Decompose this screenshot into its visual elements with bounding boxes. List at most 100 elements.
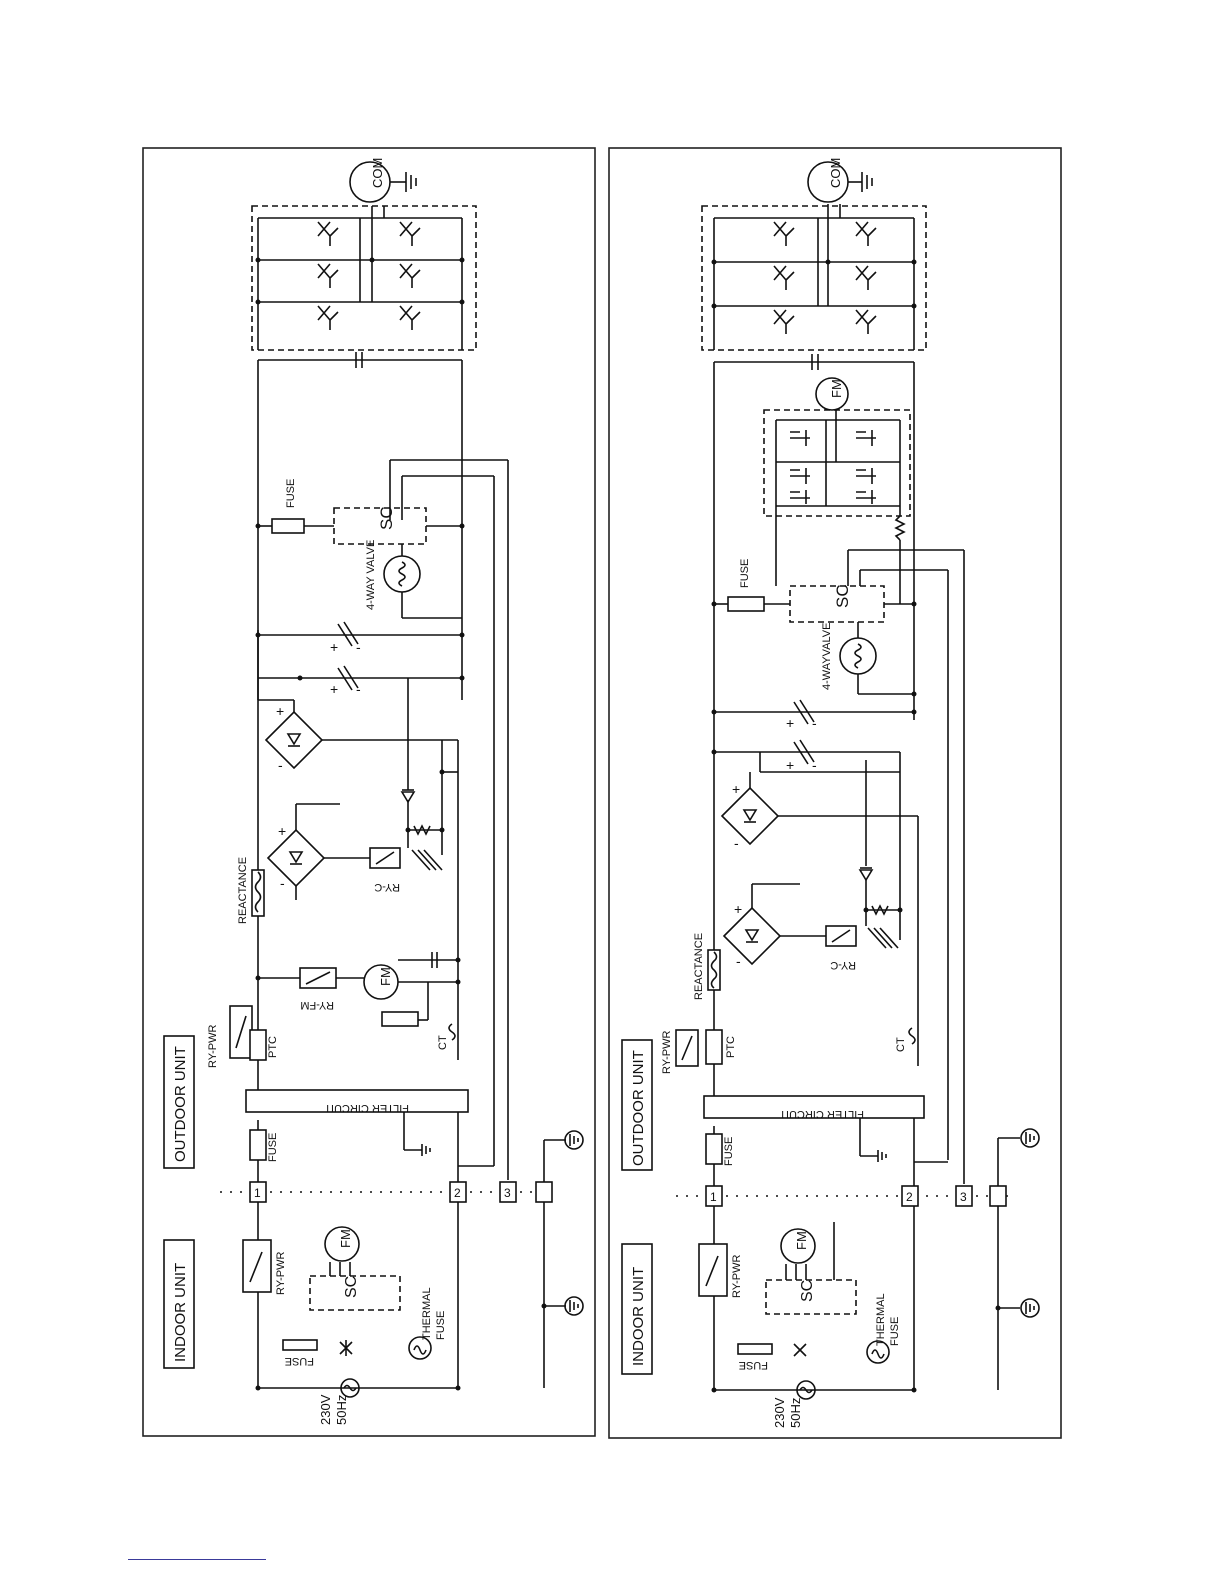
right-earth-icon-1 bbox=[1020, 1298, 1040, 1318]
right-bridge-1-minus: - bbox=[736, 953, 741, 969]
right-ct bbox=[908, 1027, 916, 1045]
right-dc-capacitor-2: + - bbox=[786, 699, 817, 731]
left-outdoor-unit-box bbox=[163, 1035, 195, 1169]
left-indoor-fan-motor bbox=[324, 1226, 360, 1262]
left-bridge-1-plus: + bbox=[278, 823, 286, 839]
right-outdoor-unit-box bbox=[621, 1039, 653, 1171]
right-filter-earth-icon bbox=[877, 1150, 887, 1162]
right-terminal-3 bbox=[955, 1185, 973, 1207]
left-bridge-2-plus: + bbox=[276, 703, 284, 719]
right-supply-frequency-label: 50Hz bbox=[788, 1398, 803, 1428]
left-compressor-label: COM bbox=[370, 158, 385, 188]
left-outdoor-ry-pwr-label: RY-PWR bbox=[207, 1025, 219, 1068]
left-fuse-indoor-label: FUSE bbox=[285, 1355, 314, 1367]
left-thermal-fuse-label-1: THERMAL bbox=[421, 1287, 433, 1340]
right-four-way-valve-label: 4-WAYVALVE bbox=[821, 623, 833, 690]
left-indoor-ry-pwr-label: RY-PWR bbox=[275, 1252, 287, 1295]
footer-rule bbox=[128, 1559, 266, 1560]
right-thermal-fuse-label-1: THERMAL bbox=[875, 1293, 887, 1346]
right-inverter-module bbox=[701, 205, 927, 351]
left-outdoor-sc-label: SC bbox=[377, 506, 396, 530]
left-outdoor-fuse-label: FUSE bbox=[267, 1133, 279, 1162]
left-ac-source: 230V 50Hz bbox=[318, 1378, 360, 1425]
right-outdoor-sc-label: SC bbox=[833, 584, 852, 608]
left-terminal-3-label: 3 bbox=[504, 1186, 511, 1200]
right-bridge-2-plus: + bbox=[732, 781, 740, 797]
right-terminal-2 bbox=[901, 1185, 919, 1207]
left-four-way-valve-label: 4-WAY VALVE bbox=[365, 540, 377, 610]
right-main-wiring bbox=[711, 361, 1020, 1393]
right-ct-label: CT bbox=[895, 1037, 907, 1052]
right-outdoor-fm-label: FM bbox=[829, 379, 844, 398]
left-indoor-unit-label: INDOOR UNIT bbox=[172, 1263, 189, 1362]
right-compressor-label: COM bbox=[828, 158, 843, 188]
left-outdoor-fuse bbox=[249, 1129, 267, 1161]
right-bridge-rectifier-1: + - bbox=[722, 883, 826, 969]
left-main-wiring bbox=[255, 359, 566, 1391]
right-indoor-sc-label: SC bbox=[799, 1280, 816, 1302]
right-terminal-earth bbox=[989, 1185, 1007, 1207]
left-terminal-3 bbox=[499, 1181, 517, 1203]
right-varistor bbox=[793, 1343, 807, 1357]
left-ptc bbox=[249, 1029, 267, 1061]
left-bridge-rectifier-2: + - bbox=[258, 699, 458, 773]
right-diode bbox=[858, 869, 874, 882]
left-terminal-2 bbox=[449, 1181, 467, 1203]
left-indoor-unit-box bbox=[163, 1239, 195, 1369]
right-outdoor-fuse-label: FUSE bbox=[723, 1137, 735, 1166]
left-indoor-sc-label: SC bbox=[343, 1276, 360, 1298]
left-thermal-fuse bbox=[408, 1336, 432, 1360]
right-cap-2-plus: + bbox=[786, 715, 794, 731]
supply-voltage-label: 230V bbox=[318, 1394, 333, 1425]
left-diode bbox=[400, 791, 416, 804]
right-resistor bbox=[871, 904, 889, 916]
right-main-fuse bbox=[727, 596, 765, 612]
left-fuse-indoor bbox=[282, 1339, 318, 1351]
right-earth-icon-2 bbox=[1020, 1128, 1040, 1148]
right-dc-capacitor-1: + - bbox=[786, 739, 817, 773]
right-bridge-2-minus: - bbox=[734, 835, 739, 851]
right-indoor-fan-motor bbox=[780, 1228, 816, 1264]
left-terminal-earth bbox=[535, 1181, 553, 1203]
left-outdoor-unit-label: OUTDOOR UNIT bbox=[172, 1046, 189, 1162]
left-bridge-rectifier-1: + - bbox=[266, 803, 370, 900]
right-ptc-label: PTC bbox=[725, 1036, 737, 1058]
right-igbt-array bbox=[711, 204, 917, 350]
left-terminal-1 bbox=[249, 1181, 267, 1203]
right-ry-c-label: RY-C bbox=[830, 959, 856, 971]
right-fan-driver-module bbox=[763, 409, 911, 517]
left-bridge-2-minus: - bbox=[278, 757, 283, 773]
supply-frequency-label: 50Hz bbox=[334, 1395, 349, 1425]
right-cap-1-plus: + bbox=[786, 757, 794, 773]
left-earth-icon-1 bbox=[564, 1296, 584, 1316]
left-indoor-fm-label: FM bbox=[338, 1229, 353, 1248]
right-ac-source: 230V 50Hz bbox=[772, 1380, 816, 1428]
left-main-fuse bbox=[271, 518, 305, 534]
right-main-fuse-label: FUSE bbox=[739, 559, 751, 588]
right-fuse-indoor-label: FUSE bbox=[739, 1359, 768, 1371]
right-indoor-ry-pwr-label: RY-PWR bbox=[731, 1255, 743, 1298]
left-ry-fm-label: RY-FM bbox=[300, 999, 334, 1011]
right-fan-mosfet-array bbox=[775, 410, 901, 586]
left-cap-2-plus: + bbox=[330, 639, 338, 655]
left-ct-label: CT bbox=[437, 1035, 449, 1050]
left-ntc bbox=[411, 849, 443, 871]
right-compressor-earth-icon bbox=[861, 172, 873, 192]
left-ry-c-label: RY-C bbox=[374, 881, 400, 893]
left-varistor bbox=[339, 1340, 353, 1356]
left-earth-icon-2 bbox=[564, 1130, 584, 1150]
left-resistor bbox=[413, 824, 431, 836]
right-ptc bbox=[705, 1029, 723, 1065]
right-terminal-1-label: 1 bbox=[710, 1190, 717, 1204]
right-fuse-indoor bbox=[737, 1343, 773, 1355]
left-dc-capacitor-1: + - bbox=[330, 665, 361, 697]
right-thermal-fuse bbox=[866, 1340, 890, 1364]
left-ct bbox=[448, 1023, 456, 1041]
left-indoor-sc-box bbox=[309, 1275, 401, 1311]
right-ntc bbox=[867, 927, 899, 949]
left-filter-circuit bbox=[245, 1089, 469, 1113]
right-cap-2-minus: - bbox=[812, 715, 817, 731]
right-shunt-resistor bbox=[894, 515, 906, 541]
right-outdoor-ry-pwr-label: RY-PWR bbox=[661, 1031, 673, 1074]
